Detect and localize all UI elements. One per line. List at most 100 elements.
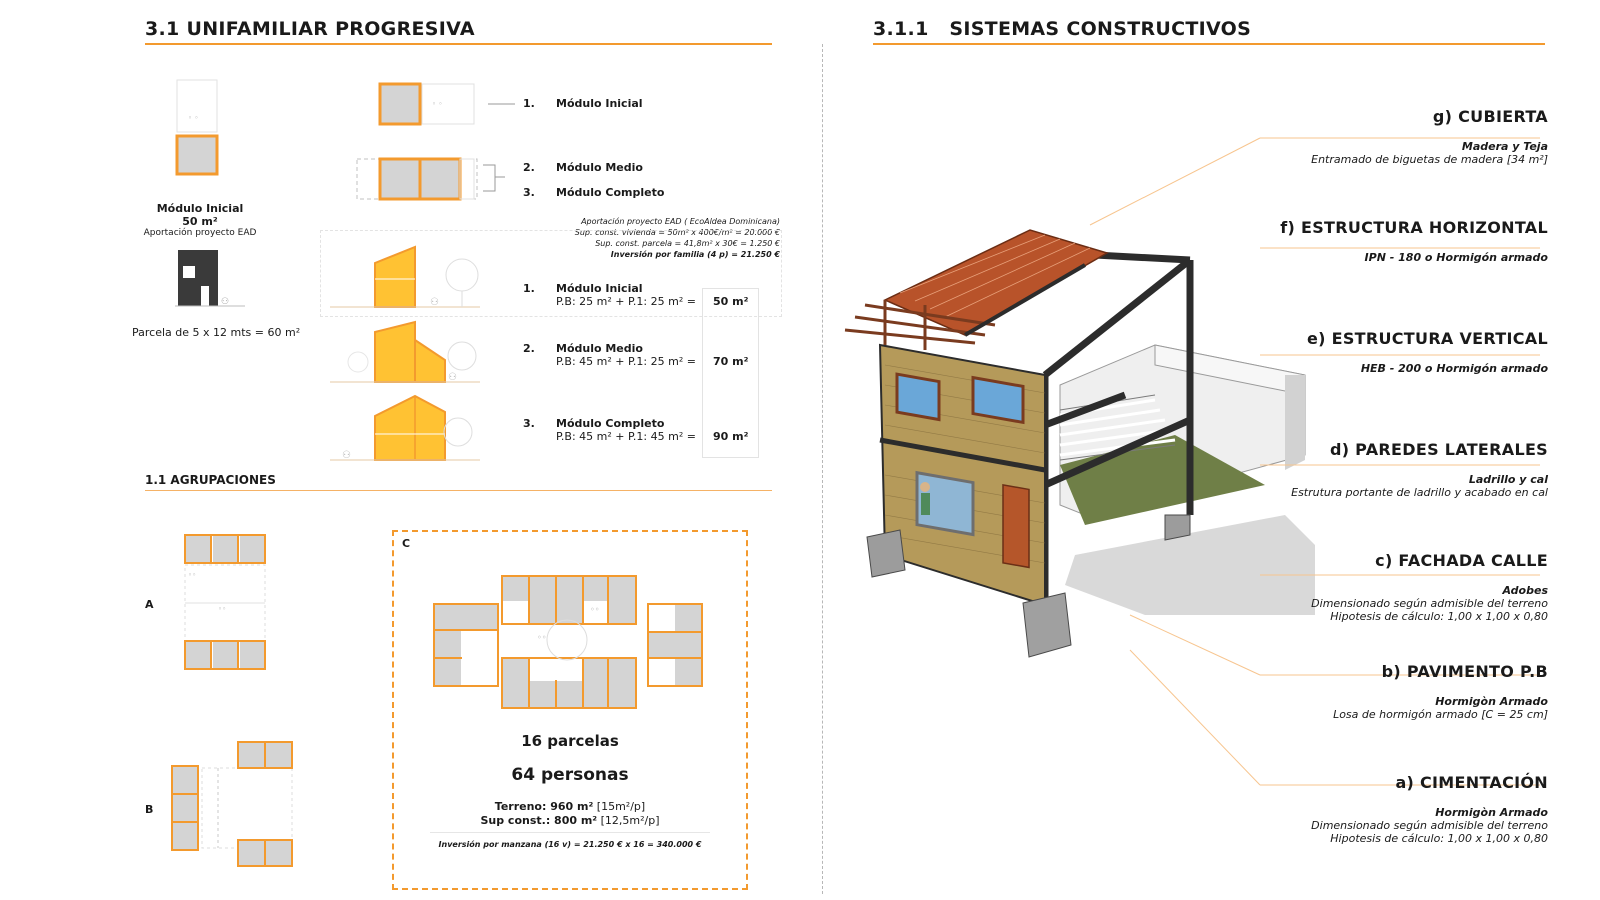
- plan-module-1: ◦ ◦: [378, 82, 515, 126]
- section-item-1-formula: P.B: 25 m² + P.1: 25 m² =: [556, 295, 696, 308]
- left-page-title: 3.1 UNIFAMILIAR PROGRESIVA: [145, 18, 475, 40]
- section-item-2-total: 70 m²: [713, 355, 749, 368]
- svg-text:◦◦: ◦◦: [218, 605, 226, 613]
- system-c: c) FACHADA CALLE Adobes Dimensionado seg…: [1180, 551, 1548, 623]
- system-b-desc: Losa de hormigón armado [C = 25 cm]: [1333, 708, 1548, 721]
- svg-text:◦◦: ◦◦: [590, 605, 599, 614]
- system-d-sub: Ladrillo y cal: [1468, 473, 1548, 486]
- plan-item-2-num: 2.: [523, 161, 535, 174]
- initial-module-plan: ◦ ◦: [175, 79, 219, 176]
- plan-item-1-label: Módulo Inicial: [556, 97, 643, 110]
- leader-lines: [1089, 137, 1540, 786]
- system-b: b) PAVIMENTO P.B Hormigòn Armado Losa de…: [1180, 662, 1548, 721]
- group-c-parcelas: 16 parcelas: [521, 732, 619, 750]
- system-a-sub: Hormigòn Armado: [1435, 806, 1548, 819]
- system-d-desc: Estrutura portante de ladrillo y acabado…: [1291, 486, 1548, 499]
- terreno-label: Terreno: 960 m²: [494, 800, 594, 813]
- section-item-1-num: 1.: [523, 282, 535, 295]
- section-item-2-num: 2.: [523, 342, 535, 355]
- module-block-area: 50 m²: [182, 215, 218, 228]
- section-module-1: ⚇: [330, 245, 480, 308]
- svg-text:⚇: ⚇: [221, 297, 229, 307]
- system-d-title: d) PAREDES LATERALES: [1329, 440, 1548, 459]
- sup-extra: [12,5m²/p]: [600, 814, 660, 827]
- system-g: g) CUBIERTA Madera y Teja Entramado de b…: [1180, 107, 1548, 166]
- svg-text:⚇: ⚇: [448, 372, 457, 383]
- right-page-title: 3.1.1 SISTEMAS CONSTRUCTIVOS: [873, 18, 1252, 40]
- group-c-sup: Sup const.: 800 m² [12,5m²/p]: [392, 814, 748, 827]
- svg-text:⚇: ⚇: [430, 297, 439, 308]
- parcel-text: Parcela de 5 x 12 mts = 60 m²: [132, 326, 301, 339]
- plan-item-2-label: Módulo Medio: [556, 161, 643, 174]
- left-title-underline: [145, 43, 772, 45]
- section-item-1-label: Módulo Inicial: [556, 282, 643, 295]
- group-a-diagram: ◦◦ ◦◦: [184, 534, 266, 670]
- system-a-title: a) CIMENTACIÓN: [1395, 773, 1548, 792]
- svg-text:◦◦: ◦◦: [188, 571, 196, 579]
- system-f: f) ESTRUCTURA HORIZONTAL IPN - 180 o Hor…: [1180, 218, 1548, 264]
- section-item-2-formula: P.B: 45 m² + P.1: 25 m² =: [556, 355, 696, 368]
- financing-frame: [320, 230, 782, 317]
- plan-item-3-num: 3.: [523, 186, 535, 199]
- plan-item-1-num: 1.: [523, 97, 535, 110]
- right-title-underline: [873, 43, 1545, 45]
- section-item-1-total: 50 m²: [713, 295, 749, 308]
- group-c-label: C: [402, 537, 411, 550]
- initial-module-elevation: ⚇: [175, 250, 245, 307]
- system-g-desc: Entramado de biguetas de madera [34 m²]: [1311, 153, 1548, 166]
- system-g-title: g) CUBIERTA: [1432, 107, 1548, 126]
- financing-line-4: Inversión por familia (4 p) = 21.250 €: [610, 250, 780, 259]
- system-a: a) CIMENTACIÓN Hormigòn Armado Dimension…: [1180, 773, 1548, 845]
- group-c-diagram: ◦◦ ◦◦: [433, 575, 703, 709]
- page-divider: [822, 44, 823, 894]
- financing-line-2: Sup. const. vivienda = 50m² x 400€/m² = …: [574, 228, 780, 237]
- group-c-terreno: Terreno: 960 m² [15m²/p]: [392, 800, 748, 813]
- financing-line-3: Sup. const. parcela = 41,8m² x 30€ = 1.2…: [595, 239, 780, 248]
- agrupaciones-title: 1.1 AGRUPACIONES: [145, 473, 276, 487]
- totals-frame: [702, 288, 759, 458]
- section-item-3-formula: P.B: 45 m² + P.1: 45 m² =: [556, 430, 696, 443]
- system-c-desc-1: Dimensionado según admisible del terreno: [1311, 597, 1548, 610]
- system-c-desc-2: Hipotesis de cálculo: 1,00 x 1,00 x 0,80: [1330, 610, 1548, 623]
- group-c-personas: 64 personas: [511, 765, 629, 785]
- system-f-sub: IPN - 180 o Hormigón armado: [1364, 251, 1548, 264]
- agrupaciones-underline: [145, 490, 772, 491]
- svg-text:◦◦: ◦◦: [537, 633, 546, 642]
- svg-text:◦ ◦: ◦ ◦: [432, 100, 442, 108]
- group-b-label: B: [145, 803, 154, 816]
- financing-line-1: Aportación proyecto EAD ( EcoAldea Domin…: [581, 217, 780, 226]
- system-e: e) ESTRUCTURA VERTICAL HEB - 200 o Hormi…: [1180, 329, 1548, 375]
- system-b-sub: Hormigòn Armado: [1435, 695, 1548, 708]
- section-item-2-label: Módulo Medio: [556, 342, 643, 355]
- system-e-title: e) ESTRUCTURA VERTICAL: [1306, 329, 1548, 348]
- system-c-title: c) FACHADA CALLE: [1375, 551, 1548, 570]
- group-c-frame: [392, 530, 748, 890]
- section-item-3-total: 90 m²: [713, 430, 749, 443]
- section-item-3-num: 3.: [523, 417, 535, 430]
- sup-label: Sup const.: 800 m²: [480, 814, 598, 827]
- system-b-title: b) PAVIMENTO P.B: [1381, 662, 1548, 681]
- module-block: Módulo Inicial 50 m² Aportación proyecto…: [130, 202, 270, 238]
- module-block-title: Módulo Inicial: [156, 202, 244, 215]
- system-d: d) PAREDES LATERALES Ladrillo y cal Estr…: [1180, 440, 1548, 499]
- house-illustration: [844, 229, 1315, 658]
- system-e-sub: HEB - 200 o Hormigón armado: [1360, 362, 1548, 375]
- svg-text:◦ ◦: ◦ ◦: [188, 114, 198, 122]
- svg-text:⚇: ⚇: [342, 450, 351, 461]
- system-c-sub: Adobes: [1502, 584, 1549, 597]
- system-f-title: f) ESTRUCTURA HORIZONTAL: [1280, 218, 1548, 237]
- group-c-rule: [430, 832, 710, 833]
- group-b-diagram: [171, 741, 293, 867]
- plan-item-3-label: Módulo Completo: [556, 186, 665, 199]
- financing-notes: Aportación proyecto EAD ( EcoAldea Domin…: [540, 216, 780, 260]
- section-item-3-label: Módulo Completo: [556, 417, 665, 430]
- module-block-note: Aportación proyecto EAD: [143, 228, 257, 238]
- section-module-2: ⚇: [330, 320, 480, 383]
- system-a-desc-1: Dimensionado según admisible del terreno: [1311, 819, 1548, 832]
- group-c-inversion: Inversión por manzana (16 v) = 21.250 € …: [438, 840, 702, 849]
- terreno-extra: [15m²/p]: [596, 800, 646, 813]
- system-g-sub: Madera y Teja: [1461, 140, 1548, 153]
- system-a-desc-2: Hipotesis de cálculo: 1,00 x 1,00 x 0,80: [1330, 832, 1548, 845]
- plan-module-2-3: [356, 157, 505, 201]
- group-a-label: A: [145, 598, 154, 611]
